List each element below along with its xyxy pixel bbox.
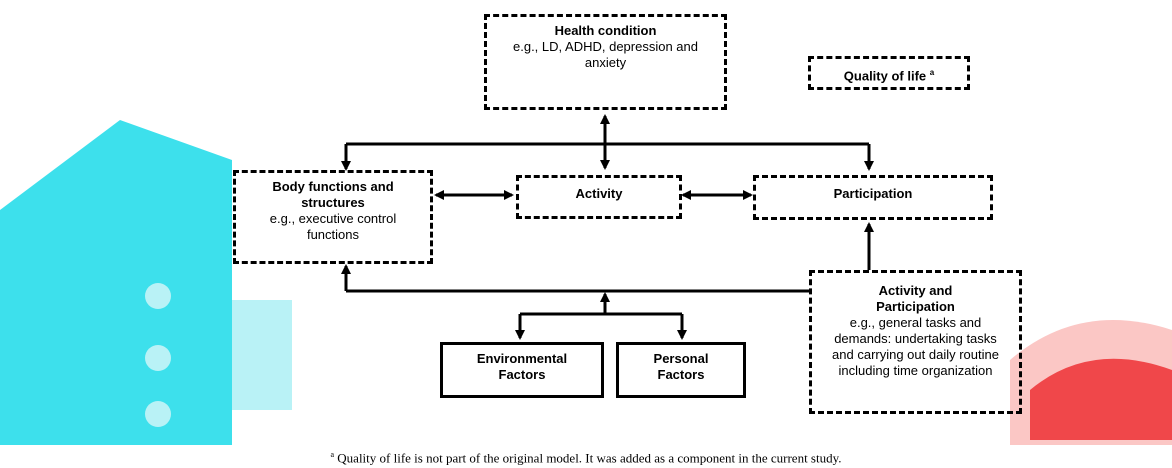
- watermark-cyan-stripe: [232, 300, 292, 410]
- body-functions-detail: e.g., executive control functions: [269, 211, 397, 242]
- watermark-node-2: [145, 345, 171, 371]
- health-condition-detail: e.g., LD, ADHD, depression and anxiety: [513, 39, 698, 70]
- health-condition-box: Health condition e.g., LD, ADHD, depress…: [484, 14, 727, 110]
- participation-title: Participation: [833, 186, 913, 201]
- activity-participation-detail: e.g., general tasks and demands: underta…: [832, 315, 999, 378]
- activity-title: Activity: [575, 186, 623, 201]
- watermark-red-shape: [1030, 358, 1172, 440]
- footnote: a Quality of life is not part of the ori…: [0, 450, 1172, 466]
- health-condition-title: Health condition: [554, 23, 657, 38]
- footnote-text: Quality of life is not part of the origi…: [337, 450, 842, 466]
- footnote-marker: a: [330, 450, 335, 459]
- quality-of-life-title: Quality of life a: [843, 68, 935, 84]
- activity-participation-title: Activity and Participation: [876, 283, 955, 314]
- environmental-factors-title: Environmental Factors: [476, 351, 568, 382]
- watermark-node-1: [145, 283, 171, 309]
- body-functions-title: Body functions and structures: [272, 179, 394, 210]
- activity-participation-box: Activity and Participation e.g., general…: [809, 270, 1022, 414]
- activity-box: Activity: [516, 175, 682, 219]
- personal-factors-title: Personal Factors: [653, 351, 709, 382]
- participation-box: Participation: [753, 175, 993, 220]
- quality-of-life-marker: a: [929, 68, 935, 77]
- personal-factors-box: Personal Factors: [616, 342, 746, 398]
- environmental-factors-box: Environmental Factors: [440, 342, 604, 398]
- quality-of-life-box: Quality of life a: [808, 56, 970, 90]
- watermark-cyan-shape: [0, 120, 232, 445]
- body-functions-box: Body functions and structures e.g., exec…: [233, 170, 433, 264]
- watermark-node-3: [145, 401, 171, 427]
